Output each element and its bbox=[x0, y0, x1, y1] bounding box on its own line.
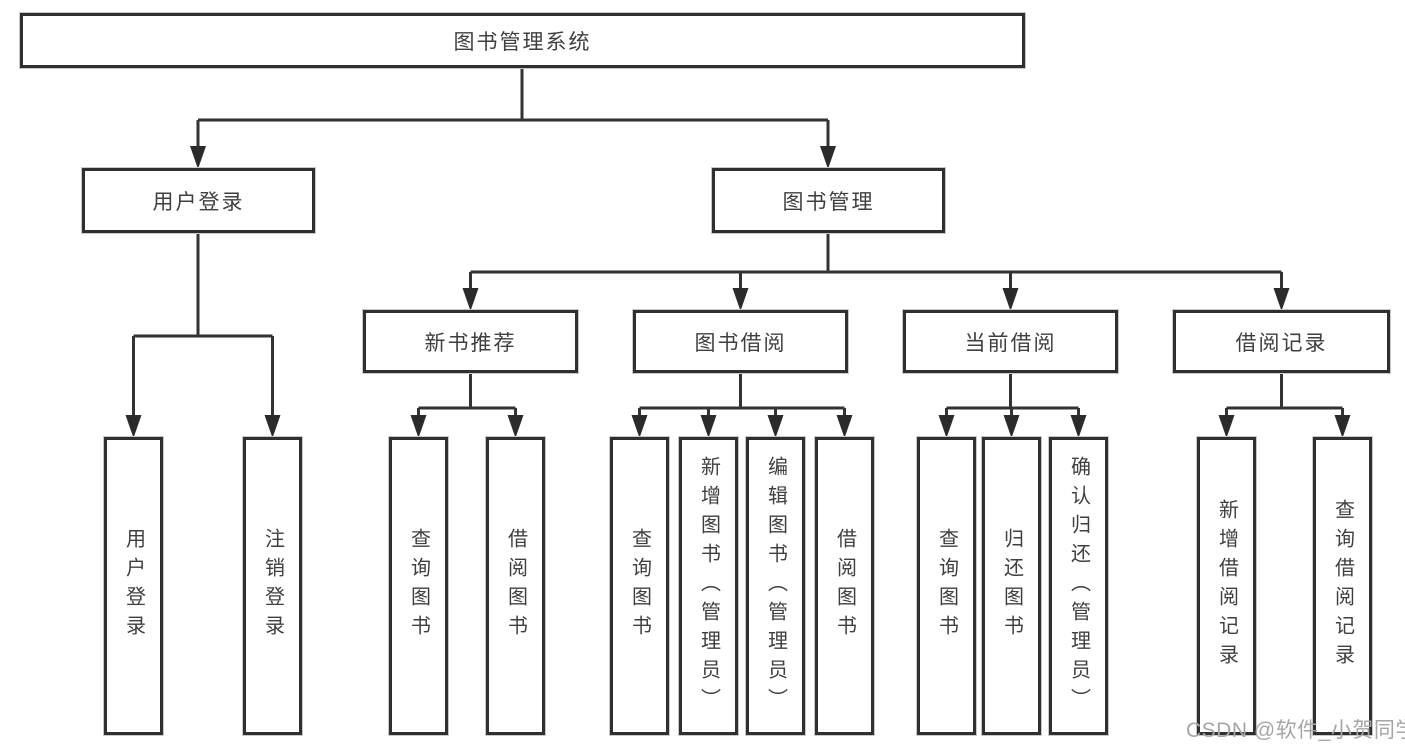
node-label: 新增借阅记录 bbox=[1215, 499, 1238, 673]
node-borrow-records: 借阅记录 bbox=[1173, 310, 1390, 373]
node-label: 借阅记录 bbox=[1235, 331, 1328, 355]
leaf-edit-book-admin: 编辑图书（管理员） bbox=[746, 437, 805, 735]
node-label: 借阅图书 bbox=[504, 528, 527, 644]
arrowheads bbox=[125, 146, 1351, 438]
leaf-query-books-2: 查询图书 bbox=[610, 437, 669, 735]
node-label: 借阅图书 bbox=[833, 528, 856, 644]
leaf-confirm-return-admin: 确认归还（管理员） bbox=[1049, 437, 1108, 735]
node-label: 查询图书 bbox=[935, 528, 958, 644]
node-label: 新书推荐 bbox=[424, 331, 517, 355]
node-label: 编辑图书（管理员） bbox=[764, 455, 787, 717]
node-label: 用户登录 bbox=[122, 528, 145, 644]
node-book-management: 图书管理 bbox=[712, 168, 945, 233]
node-book-borrow: 图书借阅 bbox=[633, 310, 848, 373]
node-label: 查询借阅记录 bbox=[1331, 499, 1354, 673]
node-label: 确认归还（管理员） bbox=[1067, 455, 1090, 717]
node-label: 图书管理 bbox=[782, 190, 875, 214]
node-label: 图书管理系统 bbox=[453, 30, 592, 54]
node-library-management-system: 图书管理系统 bbox=[20, 13, 1025, 68]
node-label: 查询图书 bbox=[407, 528, 430, 644]
leaf-query-borrow-record: 查询借阅记录 bbox=[1313, 437, 1372, 735]
leaf-borrow-books-1: 借阅图书 bbox=[486, 437, 545, 735]
leaf-add-book-admin: 新增图书（管理员） bbox=[679, 437, 738, 735]
node-label: 查询图书 bbox=[628, 528, 651, 644]
leaf-logout: 注销登录 bbox=[243, 437, 302, 735]
node-current-borrow: 当前借阅 bbox=[903, 310, 1118, 373]
leaf-return-book: 归还图书 bbox=[982, 437, 1041, 735]
node-label: 用户登录 bbox=[152, 190, 245, 214]
leaf-query-books-3: 查询图书 bbox=[917, 437, 976, 735]
node-label: 图书借阅 bbox=[694, 331, 787, 355]
leaf-add-borrow-record: 新增借阅记录 bbox=[1197, 437, 1256, 735]
leaf-borrow-books-2: 借阅图书 bbox=[815, 437, 874, 735]
node-label: 新增图书（管理员） bbox=[697, 455, 720, 717]
leaf-query-books-1: 查询图书 bbox=[389, 437, 448, 735]
csdn-watermark: CSDN @软件_小贺同学 bbox=[1186, 719, 1405, 742]
node-user-login: 用户登录 bbox=[82, 168, 315, 233]
node-label: 归还图书 bbox=[1000, 528, 1023, 644]
node-label: 注销登录 bbox=[261, 528, 284, 644]
node-label: 当前借阅 bbox=[964, 331, 1057, 355]
leaf-user-login: 用户登录 bbox=[104, 437, 163, 735]
node-new-book-recommend: 新书推荐 bbox=[363, 310, 578, 373]
